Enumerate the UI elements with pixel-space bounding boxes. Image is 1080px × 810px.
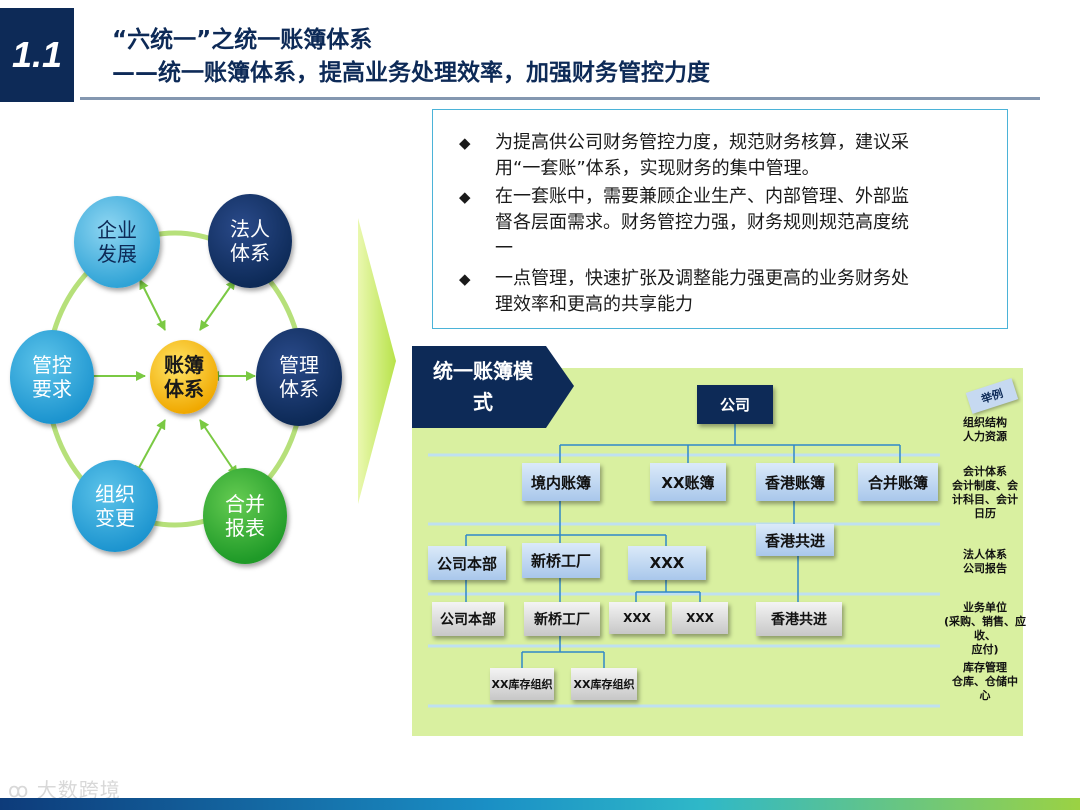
org-banner-title: 统一账簿模式 <box>433 359 533 414</box>
diamond-bullet-icon: ◆ <box>459 188 471 206</box>
org-unit-xxx: XXX <box>609 602 665 634</box>
org-node-book-consolidated: 合并账簿 <box>858 463 938 501</box>
org-node-book-domestic: 境内账簿 <box>522 463 600 501</box>
diamond-bullet-icon: ◆ <box>459 134 471 152</box>
org-node-book-hongkong: 香港账簿 <box>756 463 834 501</box>
org-inventory-org: XX库存组织 <box>571 668 637 700</box>
arrow-top-right <box>199 279 236 331</box>
bullet-item: ◆ 在一套账中，需要兼顾企业生产、内部管理、外部监督各层面需求。财务管控力强，财… <box>459 186 909 259</box>
arrow-top-left <box>139 279 166 331</box>
circle-ledger-system-center: 账簿体系 <box>150 340 218 414</box>
org-unit-xxx: XXX <box>672 602 728 634</box>
org-unit-headquarters: 公司本部 <box>432 602 504 636</box>
arrow-bottom-left <box>134 419 166 476</box>
side-label-organization: 组织结构人力资源 <box>963 416 1007 443</box>
arrow-bottom-right <box>199 419 238 476</box>
org-unit-xinqiao-factory: 新桥工厂 <box>524 602 600 636</box>
footer-gradient-bar <box>0 798 1080 810</box>
org-node-book-xx: XX账簿 <box>650 463 726 501</box>
page-subtitle: ——统一账簿体系，提高业务处理效率，加强财务管控力度 <box>112 60 710 86</box>
circle-legal-entity-system: 法人体系 <box>208 194 292 288</box>
diamond-bullet-icon: ◆ <box>459 270 471 288</box>
logo-mark-icon: ꝏ <box>8 778 37 802</box>
org-node-headquarters: 公司本部 <box>428 546 506 580</box>
org-unit-hongkong-gongjin: 香港共进 <box>756 602 842 636</box>
page-title: “六统一”之统一账簿体系 <box>112 27 373 53</box>
bullet-item: ◆ 为提高供公司财务管控力度，规范财务核算，建议采用“一套账”体系，实现财务的集… <box>459 132 909 179</box>
org-node-xxx: XXX <box>628 546 706 580</box>
side-label-accounting: 会计体系会计制度、会 计科目、会计日历 <box>952 465 1018 520</box>
section-number-badge: 1.1 <box>0 8 74 102</box>
circle-consolidated-statements: 合并报表 <box>203 468 287 564</box>
side-label-business-unit: 业务单位(采购、销售、应收、 应付) <box>943 601 1027 656</box>
circle-management-system: 管理体系 <box>256 328 342 426</box>
circle-control-requirements: 管控要求 <box>10 330 94 424</box>
bullet-item: ◆ 一点管理，快速扩张及调整能力强更高的业务财务处理效率和更高的共享能力 <box>459 268 909 315</box>
org-node-hongkong-gongjin: 香港共进 <box>756 524 834 556</box>
header-divider <box>80 97 1040 100</box>
org-inventory-org: XX库存组织 <box>490 668 554 700</box>
circle-enterprise-development: 企业发展 <box>74 196 160 288</box>
org-node-xinqiao-factory: 新桥工厂 <box>522 543 600 578</box>
org-banner-shape <box>412 346 574 428</box>
side-label-legal-entity: 法人体系公司报告 <box>963 548 1007 575</box>
bullet-box: ◆ 为提高供公司财务管控力度，规范财务核算，建议采用“一套账”体系，实现财务的集… <box>432 109 1008 329</box>
side-label-inventory: 库存管理仓库、仓储中 心 <box>952 661 1018 702</box>
big-arrow-shape <box>358 218 396 504</box>
org-node-company: 公司 <box>697 385 773 424</box>
circle-organization-change: 组织变更 <box>72 460 158 552</box>
